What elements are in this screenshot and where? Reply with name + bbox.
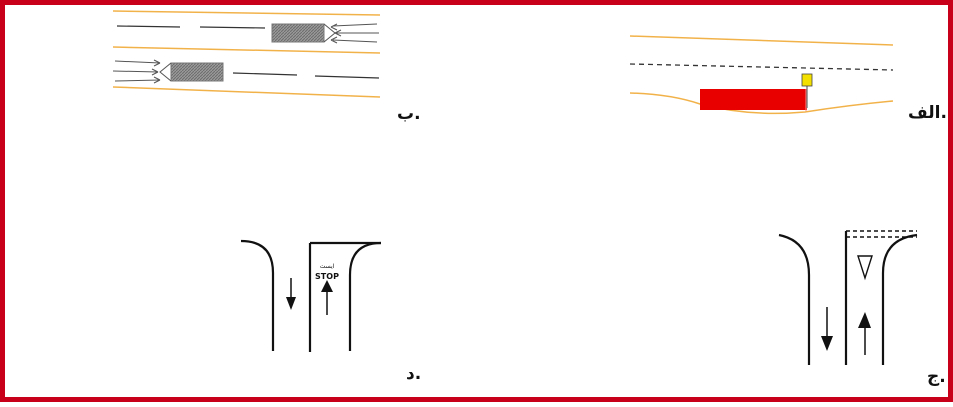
car-upper [271,23,325,43]
lane-dash [314,75,380,79]
road-edge-bottom [112,86,381,98]
lane-dash [232,72,298,76]
warning-sign [801,73,813,87]
road-edge-top [629,35,894,46]
road-curb-left [778,233,811,365]
stop-road-marking: STOP [315,272,339,281]
road-edge-bay [629,92,894,115]
center-dashed-line [629,63,894,71]
yield-triangle-icon [857,255,873,281]
road-curb-right [348,241,382,351]
motion-lines-upper [330,23,379,44]
car-lower-front [159,62,172,82]
lane-dash [116,25,181,28]
arrow-down-icon [821,307,833,351]
lane-dash [199,26,266,29]
road-edge-top [112,10,381,16]
label-alef: الف. [908,103,947,123]
arrow-up-icon [858,312,871,355]
label-be: ب. [397,104,421,124]
road-median [112,46,381,54]
motion-lines-lower [112,59,161,84]
arrow-up-icon [321,280,333,315]
label-dal: د. [406,364,421,384]
panel-b-road-diagram [112,10,381,98]
road-curb-right [881,233,918,365]
panel-dal-junction: ایست STOP [240,239,382,352]
car-lower [170,62,224,82]
parked-car [700,89,807,110]
panel-alef-road-diagram [629,35,894,115]
stop-text-persian: ایست [320,263,335,270]
road-curb-left [240,239,275,351]
label-jim: ج. [927,367,946,387]
diagram-canvas: ب. الف. ایست STOP د. [112,10,947,387]
panel-jim-junction [778,230,918,365]
arrow-down-icon [286,278,296,310]
